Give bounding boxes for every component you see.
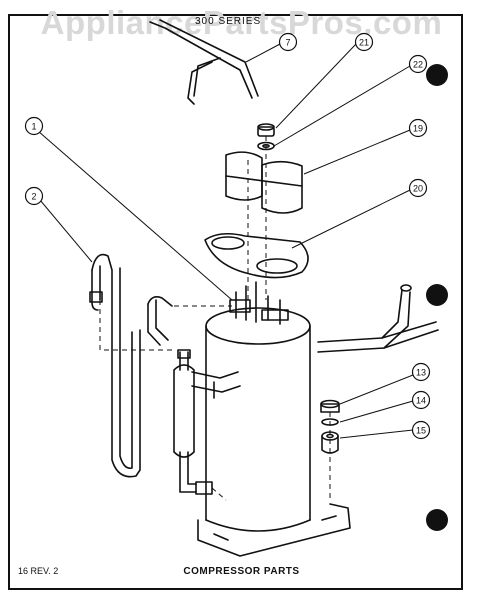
callout-22: 22	[408, 54, 428, 74]
part-2-loop-tube	[89, 253, 141, 478]
page-caption: COMPRESSOR PARTS	[183, 566, 300, 577]
part-19-terminal-cover	[225, 151, 303, 214]
part-20-gasket	[204, 232, 309, 279]
svg-text:2: 2	[31, 192, 36, 202]
watermark: AppliancePartsPros.com	[40, 4, 443, 41]
accumulator	[173, 349, 241, 495]
svg-text:14: 14	[416, 396, 426, 406]
svg-text:22: 22	[413, 60, 423, 70]
callout-19: 19	[408, 118, 428, 138]
callout-1: 1	[24, 116, 44, 136]
callout-2: 2	[24, 186, 44, 206]
callout-bubbles: 7 21 22 19 1 2 20 13 14 15	[24, 32, 431, 440]
svg-text:13: 13	[416, 368, 426, 378]
svg-text:21: 21	[359, 38, 369, 48]
callout-15: 15	[411, 420, 431, 440]
callout-7: 7	[278, 32, 298, 52]
callout-20: 20	[408, 178, 428, 198]
leader-lines	[37, 43, 414, 439]
part-7-discharge-tube	[149, 19, 259, 105]
svg-text:7: 7	[285, 38, 290, 48]
callout-21: 21	[354, 32, 374, 52]
assembly-lines	[99, 136, 331, 501]
callout-14: 14	[411, 390, 431, 410]
svg-text:19: 19	[413, 124, 423, 134]
svg-text:1: 1	[31, 122, 36, 132]
process-tube	[317, 284, 439, 353]
part-13-nut	[320, 399, 340, 413]
binder-hole-top	[426, 64, 448, 86]
page-number: 16 REV. 2	[18, 566, 59, 576]
suction-tube	[147, 296, 173, 346]
binder-hole-bottom	[426, 509, 448, 531]
callout-13: 13	[411, 362, 431, 382]
svg-text:15: 15	[416, 426, 426, 436]
svg-text:20: 20	[413, 184, 423, 194]
part-21-nut	[257, 123, 275, 137]
page-border	[8, 14, 463, 590]
binder-hole-middle	[426, 284, 448, 306]
series-label: 300 SERIES	[195, 16, 262, 27]
